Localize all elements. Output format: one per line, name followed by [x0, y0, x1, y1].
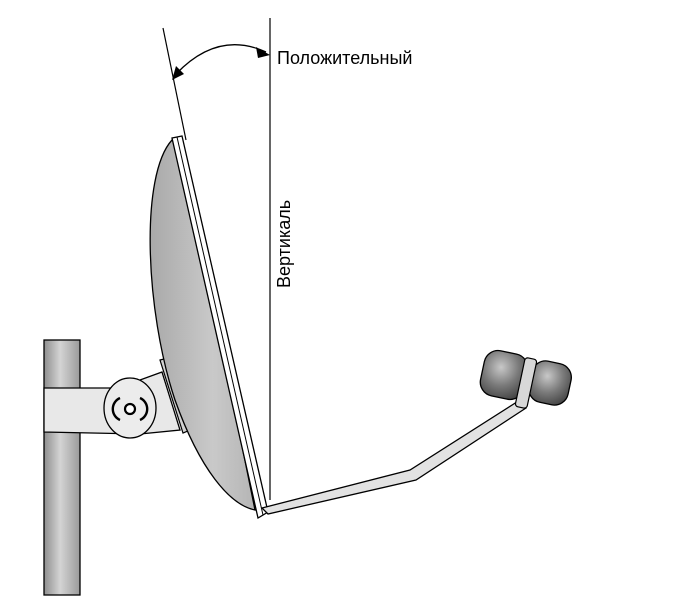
lnb-converter: [479, 349, 572, 409]
dish-back-shell: [149, 139, 256, 511]
pivot-bolt-icon: [111, 396, 149, 422]
lnb-collar: [514, 357, 538, 409]
dish-tilt-line: [162, 27, 187, 141]
arc-arrow-right-icon: [256, 47, 270, 58]
mounting-pole: [43, 339, 81, 596]
positive-angle-label: Положительный: [277, 48, 412, 68]
dish-rim-inner-edge: [176, 136, 264, 516]
vertical-axis-label: Вертикаль: [274, 200, 294, 288]
feed-arm: [260, 399, 527, 515]
arc-arrow-left-icon: [172, 66, 184, 80]
tilt-angle-arc: [175, 44, 267, 75]
